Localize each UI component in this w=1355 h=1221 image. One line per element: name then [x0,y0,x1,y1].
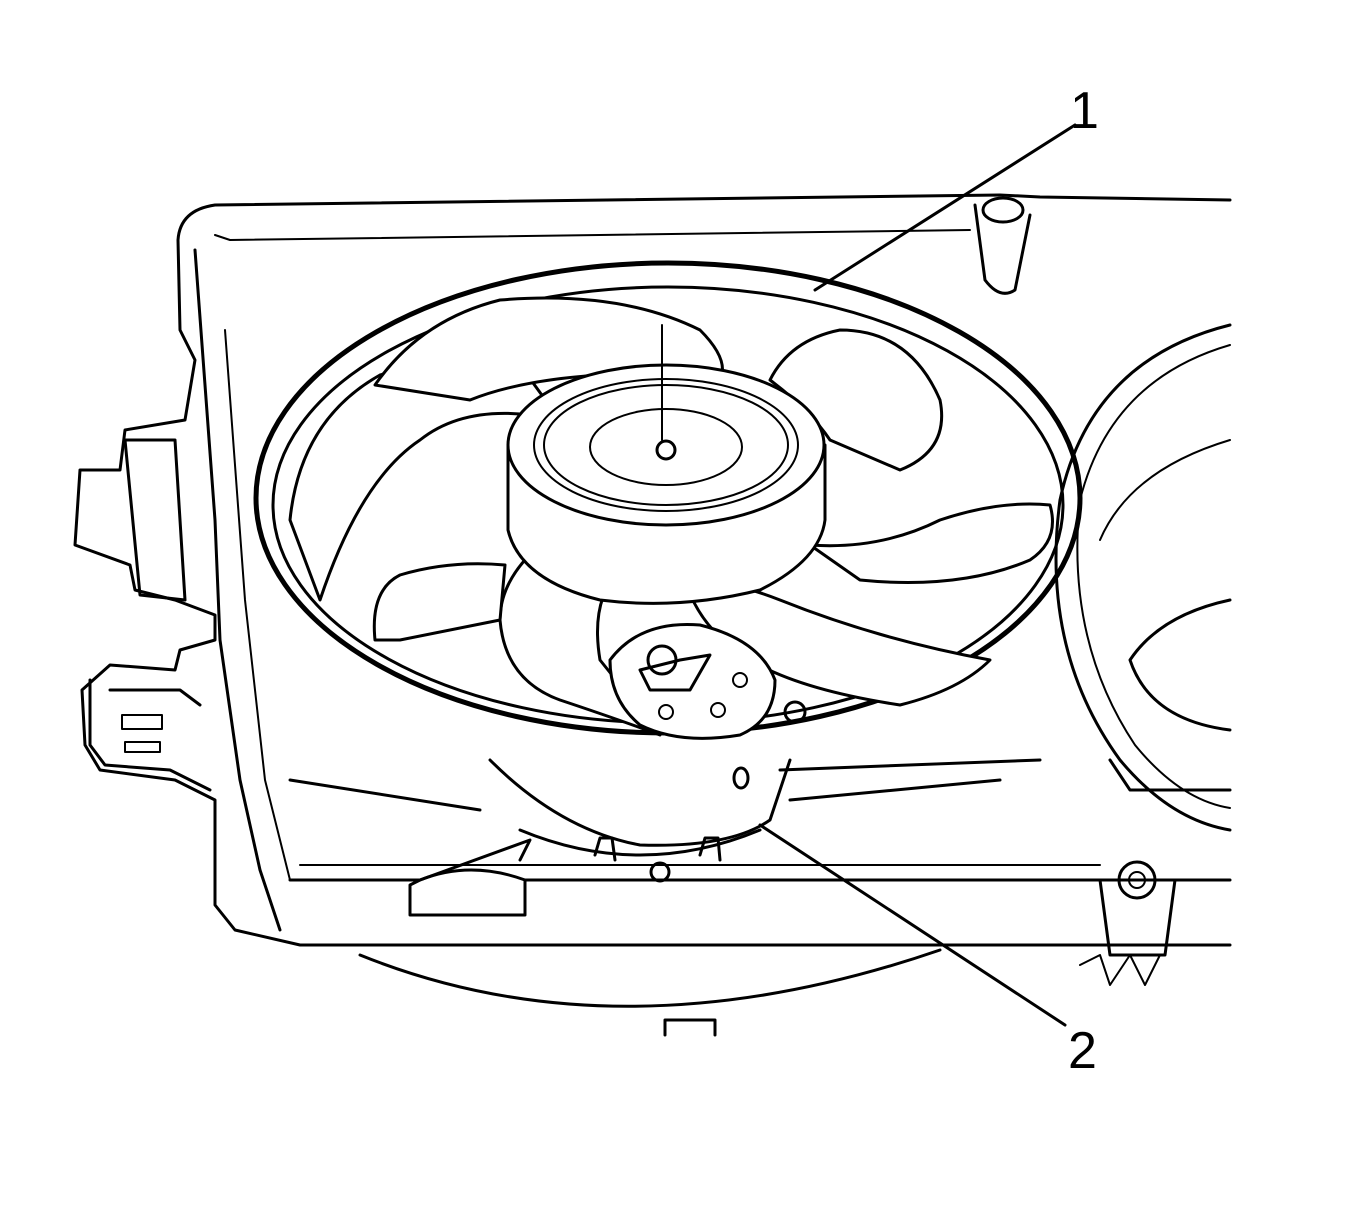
right-mount-feet [1079,954,1161,986]
top-mount-post-cap [981,196,1025,224]
mount-hole-2 [710,702,726,718]
bottom-bracket-arm [418,838,532,882]
frame-left-rail-outer [193,248,282,932]
mount-bolt-right [783,700,807,724]
shroud-tab [663,1018,717,1037]
right-fan-ring-inner [1099,439,1231,541]
fan-hub-ring-2 [543,384,789,506]
right-fan-brace [1108,758,1232,792]
leader-line-2 [758,823,1067,1027]
right-mount-bolt [1117,860,1157,900]
fan-hub-center [655,439,677,461]
motor-housing-bottom [518,828,762,857]
leader-line-1 [813,123,1077,292]
motor-housing [488,758,792,847]
shroud-lower-arc [358,948,942,1008]
clip-slot-2 [124,741,161,753]
motor-shaft-clip [638,653,712,692]
fan-blade-left [372,562,507,642]
right-fan-ring-mid [1076,344,1231,809]
motor-clip-left [593,836,617,862]
right-bottom-mount [1098,878,1177,957]
mount-hole-1 [732,672,748,688]
clip-slot-1 [121,714,163,730]
right-mount-bolt-center [1128,871,1146,889]
callout-1: 1 [1070,82,1099,140]
callout-2: 2 [1068,1022,1097,1080]
right-fan-ring-outer [1054,323,1232,832]
clip-lever [123,438,187,602]
frame-inner-top-edge [214,229,971,241]
motor-clip-right [698,836,722,862]
fan-hub-top [506,363,826,527]
motor-bottom-hole [649,861,671,883]
frame-left-rail-inner [224,329,291,881]
motor-hole [732,766,750,790]
fan-hub-ring [533,378,799,512]
right-fan-hub [1128,598,1232,732]
fan-hub-cap [589,408,743,486]
fan-blade-right [808,502,1054,584]
motor-spokes [288,758,1042,812]
left-clip [88,678,212,792]
mount-hole-3 [658,704,674,720]
shroud-frame-outline [73,193,1232,947]
top-mount-post [973,203,1032,295]
